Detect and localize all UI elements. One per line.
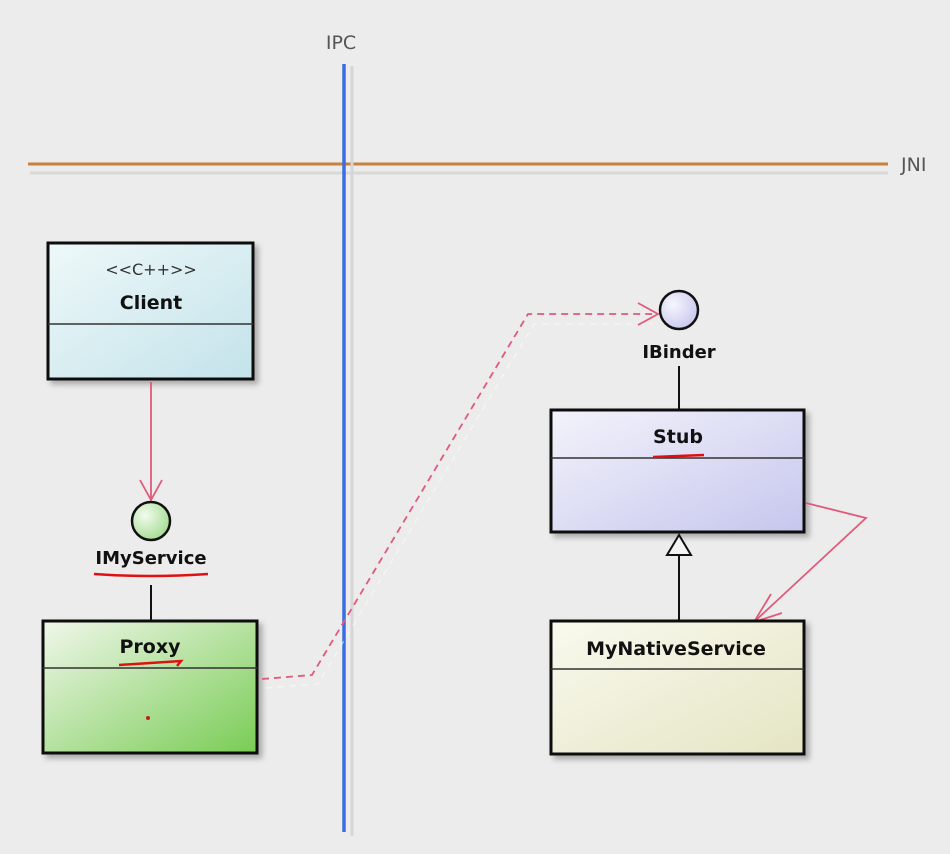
imyservice-underline-annotation — [93, 572, 209, 578]
native-to-stub-generalization — [665, 533, 693, 621]
my-native-service-class-box[interactable] — [549, 619, 806, 756]
stub-class-box[interactable] — [549, 408, 806, 534]
proxy-to-ibinder-dashed-dependency — [261, 302, 660, 689]
ibinder-interface-ball[interactable] — [658, 289, 700, 331]
ipc-label: IPC — [325, 32, 357, 54]
ibinder-label: IBinder — [642, 342, 716, 363]
imyservice-interface-ball[interactable] — [130, 500, 172, 542]
stub-class-name: Stub — [653, 426, 703, 448]
proxy-class-name: Proxy — [119, 636, 181, 658]
proxy-class-box[interactable] — [41, 619, 259, 755]
client-class-name: Client — [119, 292, 183, 314]
my-native-service-class-name: MyNativeService — [586, 638, 766, 660]
imyservice-label: IMyService — [95, 548, 207, 569]
ipc-boundary-line — [342, 64, 354, 836]
client-class-box[interactable] — [46, 241, 255, 381]
jni-label: JNI — [901, 154, 927, 176]
stub-underline-annotation — [652, 453, 705, 459]
client-stereotype: <<C++>> — [105, 260, 197, 279]
client-to-imyservice-dependency — [139, 382, 163, 502]
jni-boundary-line — [28, 162, 888, 175]
proxy-underline-annotation — [118, 659, 184, 667]
cursor-dot — [146, 716, 150, 720]
